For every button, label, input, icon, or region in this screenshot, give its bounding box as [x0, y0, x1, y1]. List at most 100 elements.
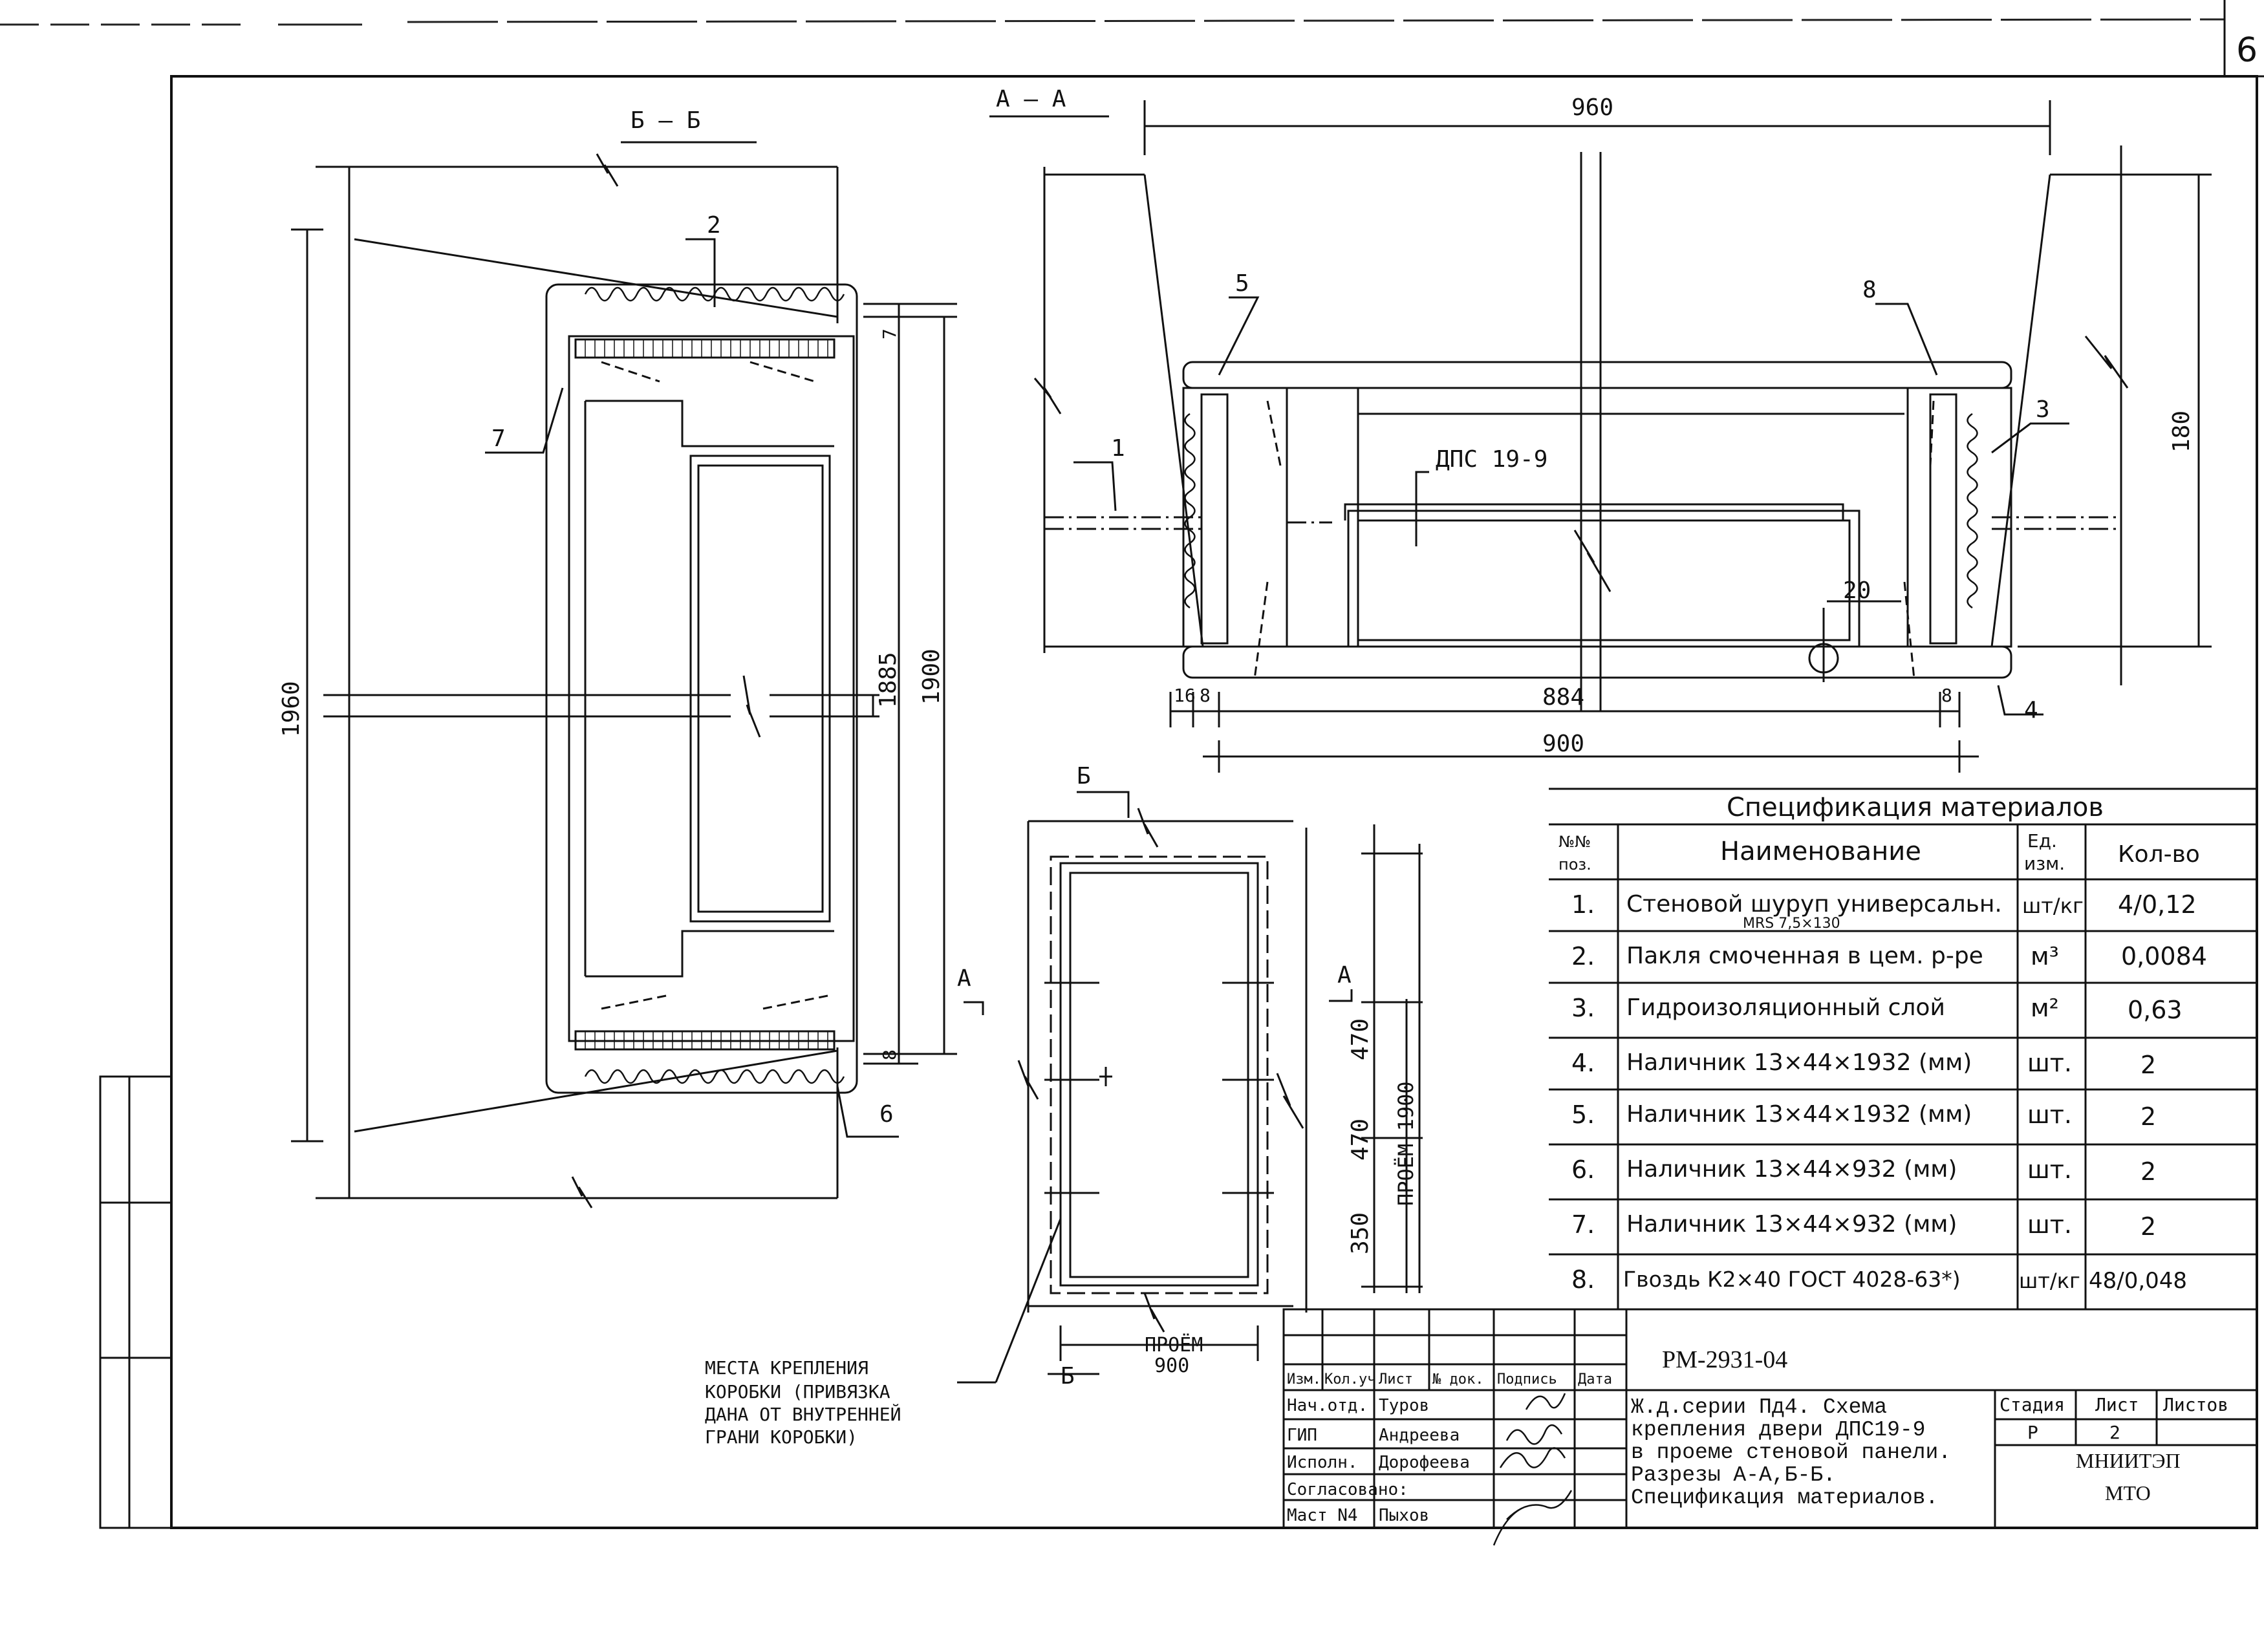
spec-row-name: Наличник 13×44×932 (мм) — [1626, 1211, 1957, 1238]
dim-350: 350 — [1347, 1212, 1374, 1254]
dim-470-b: 470 — [1347, 1119, 1374, 1161]
spec-row-qty: 2 — [2140, 1102, 2156, 1131]
marker-2: 2 — [707, 212, 721, 239]
marker-6: 6 — [879, 1101, 894, 1128]
left-side-strip — [99, 1075, 173, 1529]
section-bb-labels: Б – Б 1960 1900 1885 7 8 2 7 6 — [278, 107, 945, 1128]
dim-frame-width: 900 — [1542, 731, 1584, 757]
dim-470-a: 470 — [1347, 1018, 1374, 1060]
front-elevation — [957, 791, 1423, 1384]
col-ndok: № док. — [1432, 1371, 1483, 1388]
spec-row-name: Гвоздь К2×40 ГОСТ 4028-63*) — [1623, 1267, 1961, 1292]
stage-block: Стадия Лист Листов Р 2 — [2000, 1394, 2228, 1443]
spec-row-name: Наличник 13×44×1932 (мм) — [1626, 1049, 1972, 1076]
spec-title: Спецификация материалов — [1727, 793, 2104, 822]
spec-row-pos: 4. — [1571, 1049, 1595, 1077]
spec-row-pos: 7. — [1571, 1210, 1595, 1239]
note-line-1: МЕСТА КРЕПЛЕНИЯ — [705, 1357, 868, 1378]
dim-depth: 180 — [2168, 411, 2195, 453]
note-line-4: ГРАНИ КОРОБКИ) — [705, 1426, 857, 1448]
spec-row-unit: шт/кг — [2019, 1269, 2080, 1293]
spec-row-qty: 0,63 — [2128, 996, 2183, 1024]
drawing-code: РМ-2931-04 — [1662, 1346, 1787, 1373]
spec-row-qty: 48/0,048 — [2089, 1268, 2187, 1294]
spec-row-name: Наличник 13×44×932 (мм) — [1626, 1156, 1957, 1183]
spec-row: 3. Гидроизоляционный слой м² 0,63 — [1571, 994, 2183, 1024]
spec-row-pos: 8. — [1571, 1265, 1595, 1294]
dim-overall-width: 960 — [1571, 94, 1613, 121]
spec-header-name: Наименование — [1720, 837, 1921, 866]
dim-left-gap: 16 — [1174, 685, 1196, 706]
org-line-1: МНИИТЭП — [2076, 1449, 2181, 1472]
name-5: Пыхов — [1379, 1506, 1429, 1525]
title-roles: Нач.отд. Туров ГИП Андреева Исполн. Доро… — [1287, 1396, 1470, 1525]
spec-row-qty: 4/0,12 — [2118, 890, 2197, 919]
marker-7: 7 — [491, 425, 506, 452]
spec-row-unit: шт. — [2027, 1210, 2072, 1239]
dim-door-height: 1885 — [875, 652, 901, 708]
spec-row-unit: шт/кг — [2022, 894, 2084, 918]
desc-line-2: крепления двери ДПС19-9 — [1631, 1418, 1925, 1442]
col-podpis: Подпись — [1497, 1371, 1557, 1388]
marker-5: 5 — [1235, 270, 1249, 297]
role-1: Нач.отд. — [1287, 1396, 1368, 1415]
door-model-label: ДПС 19-9 — [1436, 446, 1547, 473]
dim-total-height: 1960 — [278, 681, 305, 737]
note-line-3: ДАНА ОТ ВНУТРЕННЕЙ — [705, 1403, 901, 1425]
marker-8: 8 — [1862, 277, 1877, 303]
spec-header-pos-1: №№ — [1558, 833, 1591, 851]
spec-row-unit: м³ — [2031, 942, 2059, 971]
spec-row-unit: шт. — [2027, 1155, 2072, 1184]
spec-header-qty: Кол-во — [2118, 841, 2200, 868]
section-aa — [989, 100, 2212, 773]
fastening-note: МЕСТА КРЕПЛЕНИЯ КОРОБКИ (ПРИВЯЗКА ДАНА О… — [705, 1357, 901, 1448]
col-list: Лист — [1379, 1371, 1413, 1388]
cut-b-top: Б — [1077, 763, 1091, 789]
sheet-number: 6 — [2236, 31, 2258, 70]
section-bb — [291, 141, 957, 1208]
sheet-frame — [170, 75, 2258, 1529]
title-description: Ж.д.серии Пд4. Схема крепления двери ДПС… — [1631, 1395, 1951, 1510]
spec-row-unit: шт. — [2027, 1049, 2072, 1077]
spec-row-name: Стеновой шуруп универсальн. — [1626, 891, 2002, 917]
col-data: Дата — [1578, 1371, 1612, 1388]
signatures — [1493, 1393, 1573, 1546]
name-2: Андреева — [1379, 1426, 1460, 1445]
col-koluch: Кол.уч — [1324, 1371, 1375, 1388]
marker-4: 4 — [2024, 697, 2038, 724]
sheet-header: Лист — [2095, 1394, 2139, 1415]
dim-right-small: 8 — [1941, 685, 1952, 706]
title-col-headers: Изм. Кол.уч Лист № док. Подпись Дата — [1287, 1371, 1612, 1388]
dim-gap-bottom: 8 — [879, 1049, 900, 1060]
spec-row-unit: шт. — [2027, 1100, 2072, 1129]
spec-row-sub: MRS 7,5×130 — [1743, 916, 1840, 932]
role-4: Согласовано: — [1287, 1480, 1408, 1499]
dim-left-small: 8 — [1200, 685, 1211, 706]
spec-row-qty: 0,0084 — [2121, 942, 2207, 971]
spec-row-qty: 2 — [2140, 1212, 2156, 1241]
spec-row: 6. Наличник 13×44×932 (мм) шт. 2 — [1571, 1155, 2156, 1186]
spec-header-unit-1: Ед. — [2027, 830, 2057, 852]
cut-a-left: А — [957, 965, 971, 992]
section-bb-title: Б – Б — [631, 107, 700, 134]
col-izm: Изм. — [1287, 1371, 1321, 1388]
dim-frame-height: 1900 — [918, 649, 945, 705]
sheets-header: Листов — [2163, 1394, 2228, 1415]
cut-b-bottom: Б — [1061, 1363, 1075, 1389]
desc-line-3: в проеме стеновой панели. — [1631, 1441, 1951, 1464]
spec-row: 4. Наличник 13×44×1932 (мм) шт. 2 — [1571, 1049, 2156, 1079]
title-block-grid — [1282, 1308, 2258, 1529]
spec-row-unit: м² — [2031, 994, 2059, 1022]
spec-row: 8. Гвоздь К2×40 ГОСТ 4028-63*) шт/кг 48/… — [1571, 1265, 2187, 1294]
desc-line-1: Ж.д.серии Пд4. Схема — [1631, 1395, 1887, 1419]
spec-header-unit-2: изм. — [2024, 853, 2065, 874]
desc-line-4: Разрезы А-А,Б-Б. — [1631, 1463, 1836, 1487]
marker-1: 1 — [1111, 435, 1125, 462]
role-3: Исполн. — [1287, 1453, 1358, 1472]
spec-row-pos: 2. — [1571, 942, 1595, 971]
name-1: Туров — [1379, 1396, 1429, 1415]
spec-header-pos-2: поз. — [1558, 855, 1591, 874]
spec-row-pos: 1. — [1571, 890, 1595, 919]
section-aa-labels: А – А 960 180 884 900 16 8 8 20 ДПС 19-9… — [996, 86, 2195, 757]
